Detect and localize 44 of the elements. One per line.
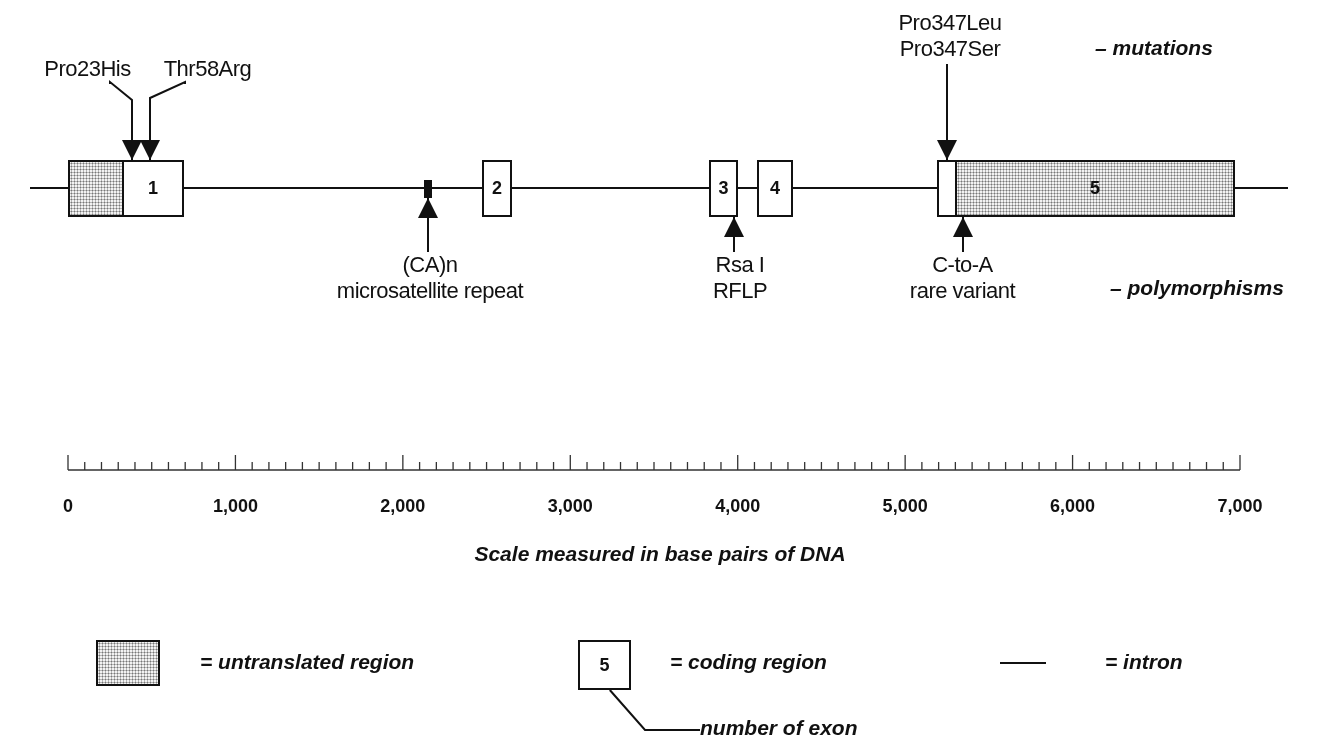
row-label: – mutations <box>1095 36 1213 60</box>
leader-line <box>608 689 701 731</box>
scale-tick-label: 3,000 <box>547 496 593 517</box>
exon-box: 5 <box>578 640 631 690</box>
arrow <box>724 216 744 253</box>
polymorphism-label: C-to-A rare variant <box>895 252 1030 306</box>
legend-label: = untranslated region <box>200 650 415 674</box>
intron-line <box>511 187 710 189</box>
polymorphism-label: (CA)n microsatellite repeat <box>310 252 550 306</box>
intron-line <box>431 187 483 189</box>
polymorphism-label: Rsa I RFLP <box>690 252 790 306</box>
arrow <box>953 216 973 253</box>
row-label: – polymorphisms <box>1110 276 1284 300</box>
axis-title: Scale measured in base pairs of DNA <box>474 542 846 566</box>
scale-tick-label: 7,000 <box>1217 496 1263 517</box>
arrow <box>109 79 142 161</box>
legend-label: = intron <box>1105 650 1183 674</box>
intron-line <box>183 187 425 189</box>
intron-line <box>1234 187 1289 189</box>
scale-tick-label: 0 <box>63 496 73 517</box>
untranslated-region-box: 5 <box>955 160 1235 217</box>
intron-line <box>737 187 758 189</box>
arrow <box>140 80 186 161</box>
mutation-label: Thr58Arg <box>150 56 265 86</box>
microsatellite-mark <box>424 180 432 198</box>
intron-line <box>792 187 938 189</box>
scale-tick-label: 5,000 <box>882 496 928 517</box>
scale-tick-label: 2,000 <box>380 496 426 517</box>
legend-note: number of exon <box>700 716 890 744</box>
mutation-label: Pro347Leu Pro347Ser <box>885 10 1015 64</box>
scale-tick-label: 4,000 <box>715 496 761 517</box>
scale-tick-label: 6,000 <box>1050 496 1096 517</box>
scale-tick-label: 1,000 <box>212 496 258 517</box>
legend-label: = coding region <box>670 650 827 674</box>
intron-line <box>29 187 69 189</box>
exon-box: 2 <box>482 160 512 217</box>
arrow <box>937 63 957 161</box>
exon-box <box>937 160 957 217</box>
arrow <box>418 197 438 253</box>
exon-box: 1 <box>122 160 184 217</box>
exon-box: 3 <box>709 160 738 217</box>
exon-box: 4 <box>757 160 793 217</box>
untranslated-region-box <box>68 160 124 217</box>
mutation-label: Pro23His <box>30 56 145 86</box>
